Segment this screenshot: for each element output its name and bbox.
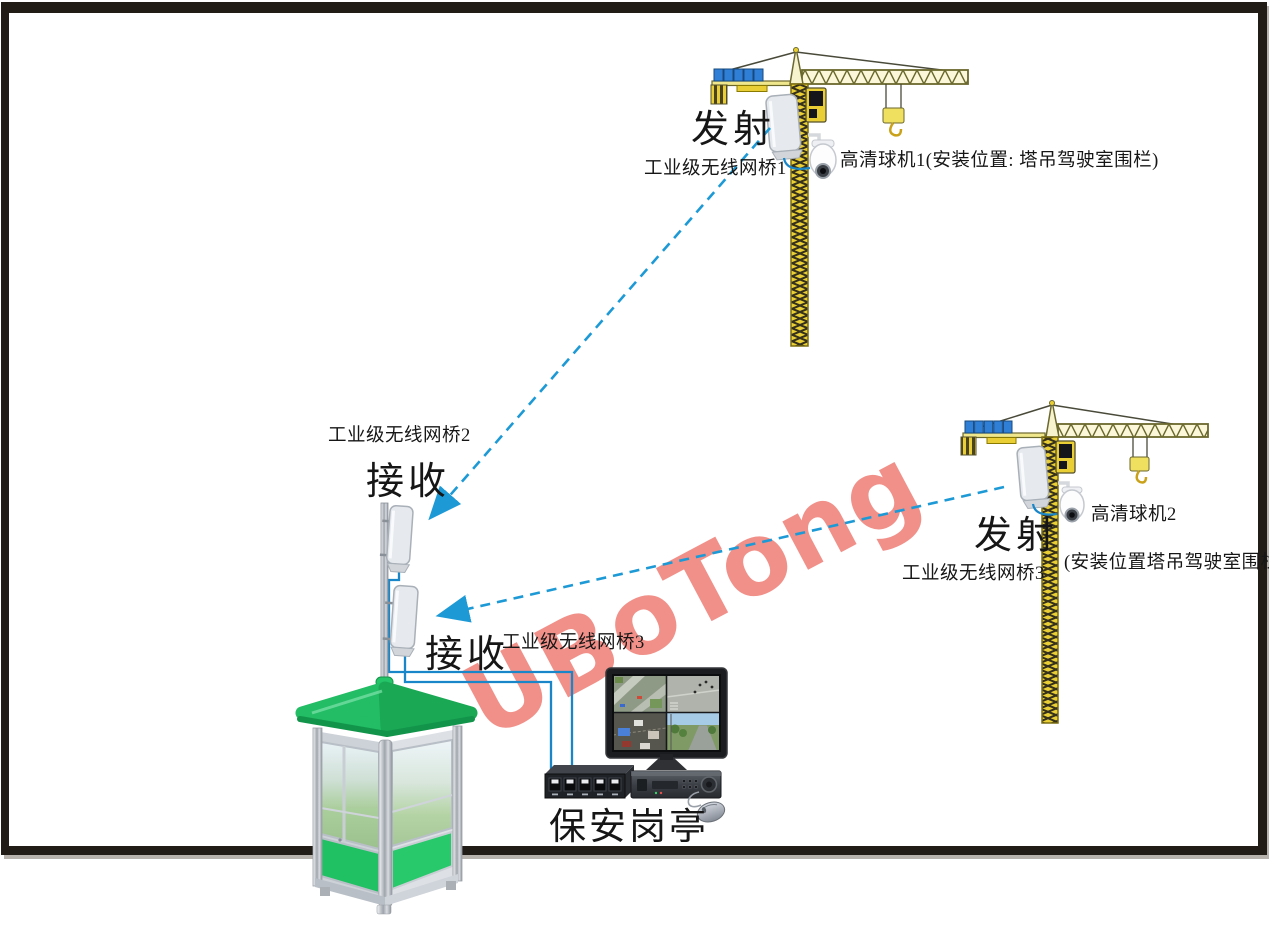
receiver-pole-assembly bbox=[379, 502, 419, 699]
wireless-bridge-3-tx-antenna bbox=[1016, 445, 1051, 510]
wireless-link-2 bbox=[435, 485, 1005, 623]
crane2-camera-location-label: (安装位置塔吊驾驶室围栏) bbox=[1064, 553, 1269, 573]
nvr-recorder bbox=[630, 770, 722, 799]
wireless-link-1 bbox=[428, 127, 771, 521]
crane2-camera-label: 高清球机2 bbox=[1091, 505, 1177, 525]
crane2-bridge-label: 工业级无线网桥3 bbox=[902, 564, 1045, 584]
counterweights bbox=[964, 420, 1013, 434]
crane1-camera-label: 高清球机1(安装位置: 塔吊驾驶室围栏) bbox=[840, 151, 1159, 171]
tower-crane-2 bbox=[960, 400, 1209, 724]
ptz-camera-1 bbox=[808, 133, 837, 179]
crane-mast bbox=[1041, 436, 1059, 724]
ptz-camera-2 bbox=[1058, 481, 1085, 523]
receiver2-label: 接收 bbox=[425, 634, 510, 676]
receiver1-label: 接收 bbox=[366, 461, 451, 503]
antenna-pole bbox=[380, 502, 389, 699]
trolley-hook bbox=[882, 84, 905, 137]
diagram-border-frame bbox=[1, 2, 1267, 855]
wireless-bridge-3-rx-antenna bbox=[382, 584, 419, 657]
crane-cab bbox=[1055, 440, 1076, 474]
crane1-transmit-label: 发射 bbox=[691, 109, 776, 151]
crane-cab bbox=[805, 87, 827, 123]
wireless-links bbox=[428, 127, 1005, 623]
booth-roof bbox=[295, 681, 478, 737]
counterweights bbox=[713, 68, 764, 82]
trolley-hook bbox=[1129, 437, 1150, 484]
crane1-bridge-label: 工业级无线网桥1 bbox=[644, 159, 787, 179]
wireless-bridge-2-antenna bbox=[379, 504, 414, 574]
cctv-monitor bbox=[605, 667, 728, 770]
network-switch bbox=[544, 765, 634, 799]
wireless-bridge-1-antenna bbox=[765, 93, 803, 161]
security-booth bbox=[295, 676, 478, 915]
booth-label: 保安岗亭 bbox=[549, 807, 709, 848]
receiver-bridge2-label: 工业级无线网桥2 bbox=[328, 426, 471, 446]
crane2-transmit-label: 发射 bbox=[974, 515, 1059, 557]
monitor-stand bbox=[646, 758, 687, 770]
mouse bbox=[687, 791, 726, 823]
tower-crane-1 bbox=[710, 47, 969, 347]
receiver-bridge3-label: 工业级无线网桥3 bbox=[502, 633, 645, 653]
switch-ports bbox=[548, 777, 622, 796]
